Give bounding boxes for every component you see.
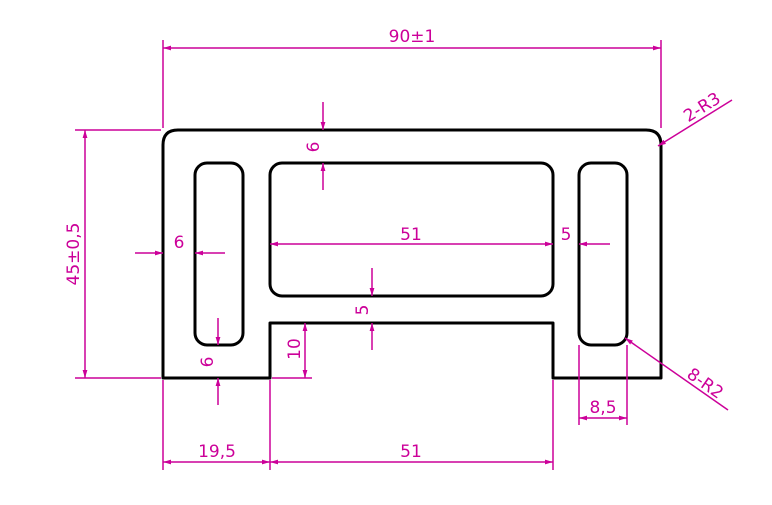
bottom-left-length-label: 19,5 [198, 442, 236, 462]
left-wall-label: 6 [174, 233, 185, 253]
middle-web-label: 5 [353, 305, 373, 316]
inner-radius-leader [624, 337, 729, 411]
outer-radius-label: 2-R3 [680, 89, 724, 127]
center-slot-width-label: 51 [400, 225, 422, 245]
center-slot [268, 161, 555, 298]
outer-profile [161, 128, 663, 380]
left-slot [193, 161, 245, 347]
right-web-label: 5 [561, 225, 572, 245]
bottom-left-wall-label: 6 [198, 357, 218, 368]
notch-height-label: 10 [285, 338, 305, 360]
top-wall-label: 6 [304, 142, 324, 153]
outer-radius-leader [657, 99, 733, 147]
overall-height-label: 45±0,5 [64, 223, 84, 286]
inner-radius-label: 8-R2 [683, 364, 727, 403]
right-slot-width-label: 8,5 [589, 398, 616, 418]
part-outline [161, 128, 663, 380]
dimension-lines: 90±1 2-R3 45±0,5 6 6 51 5 5 10 [64, 27, 733, 470]
overall-width-label: 90±1 [389, 27, 436, 47]
bottom-notch-width-label: 51 [400, 442, 422, 462]
right-slot [577, 161, 629, 347]
